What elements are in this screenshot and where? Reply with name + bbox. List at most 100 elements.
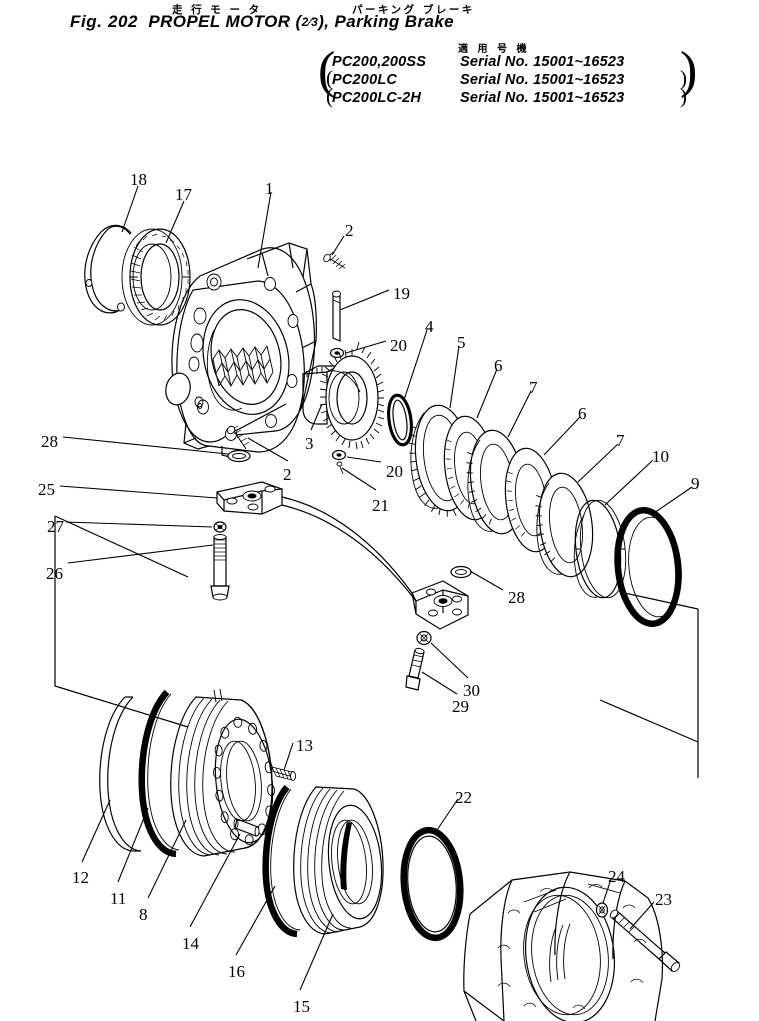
callout-15: 15	[293, 997, 310, 1016]
view-bracket-left	[54, 515, 189, 728]
serial-row: PC200LC Serial No. 15001~16523	[332, 72, 624, 88]
figure-fraction: 2⁄3	[301, 15, 319, 29]
part-23-bolt	[609, 909, 681, 972]
serial-label: Serial No.	[460, 90, 529, 106]
part-25-brake-tube-assembly	[216, 481, 469, 630]
part-1-motor-housing	[165, 242, 317, 460]
callout-18: 18	[130, 170, 147, 189]
part-28-o-ring-lower	[450, 565, 472, 579]
callout-20-lower: 20	[386, 462, 403, 481]
callout-12: 12	[72, 868, 89, 887]
part-7-brake-plate-b	[535, 472, 594, 578]
callout-29: 29	[452, 697, 469, 716]
part-17-bearing	[121, 228, 191, 326]
part-5-brake-plate	[408, 404, 472, 517]
part-13-spring	[271, 766, 296, 781]
part-2-spring-pin-upper	[323, 251, 346, 270]
bracket-left-icon: (	[318, 42, 336, 99]
callout-10: 10	[652, 447, 669, 466]
bracket-right-icon: )	[680, 42, 698, 99]
bracket-left-icon: (	[326, 84, 333, 108]
jp-applicable-serial-label: 適 用 号 機	[458, 44, 530, 55]
part-16-o-ring	[262, 784, 301, 938]
callout-6-a: 6	[494, 356, 503, 375]
part-15-piston-seal	[293, 786, 384, 935]
figure-title-head: PROPEL MOTOR (	[148, 12, 302, 31]
figure-title-tail: ), Parking Brake	[318, 12, 455, 31]
part-6-friction-disc-b	[504, 447, 558, 553]
part-end-housing	[463, 871, 663, 1021]
serial-range: 15001~16523	[533, 72, 625, 88]
part-8-brake-piston	[170, 688, 276, 857]
callout-14: 14	[182, 934, 199, 953]
callout-28-lower: 28	[508, 588, 525, 607]
callout-25: 25	[38, 480, 55, 499]
part-21-pin	[336, 461, 344, 475]
part-29-bolt	[405, 647, 425, 691]
part-18-snap-ring	[84, 224, 132, 314]
serial-row: PC200LC-2H Serial No. 15001~16523	[332, 90, 624, 106]
part-27-lock-washer	[213, 521, 227, 533]
fraction-denominator: 3	[311, 15, 319, 29]
part-30-lock-washer	[416, 630, 432, 646]
serial-model: PC200LC	[332, 72, 398, 88]
serial-label: Serial No.	[460, 72, 529, 88]
callout-27: 27	[47, 517, 64, 536]
callout-20-upper: 20	[390, 336, 407, 355]
part-24-lock-washer	[595, 902, 609, 918]
leader-lines	[59, 185, 693, 991]
serial-range: 15001~16523	[533, 90, 625, 106]
part-3-coupling-gear	[302, 341, 385, 450]
callout-26: 26	[46, 564, 63, 583]
figure-number: Fig. 202	[70, 12, 139, 31]
serial-model: PC200LC-2H	[332, 90, 422, 106]
callout-23: 23	[655, 890, 672, 909]
callout-8: 8	[139, 905, 148, 924]
callout-17: 17	[175, 185, 192, 204]
part-26-bolt	[210, 534, 230, 601]
part-28-o-ring-upper	[227, 449, 251, 463]
part-20-washer-upper	[329, 347, 345, 359]
part-10-retainer-ring	[573, 499, 627, 599]
part-20-washer-lower	[331, 449, 347, 461]
callout-2-upper: 2	[345, 221, 354, 240]
callout-22: 22	[455, 788, 472, 807]
callout-30: 30	[463, 681, 480, 700]
callout-6-b: 6	[578, 404, 587, 423]
callout-16: 16	[228, 962, 245, 981]
figure-title-line: Fig. 202 PROPEL MOTOR (2⁄3), Parking Bra…	[70, 12, 454, 32]
part-19-pin	[332, 290, 341, 342]
callout-7-b: 7	[616, 431, 625, 450]
part-2-spring-pin-lower	[226, 425, 250, 450]
serial-model: PC200,200SS	[332, 54, 427, 70]
serial-range: 15001~16523	[533, 54, 625, 70]
fraction-numerator: 2	[301, 15, 309, 29]
callout-5: 5	[457, 333, 466, 352]
view-bracket-right	[599, 591, 699, 778]
callout-24: 24	[608, 867, 625, 886]
callout-13: 13	[296, 736, 313, 755]
callout-4: 4	[425, 317, 434, 336]
part-7-brake-plate-a	[466, 429, 525, 535]
callout-11: 11	[110, 889, 127, 908]
part-12-seal-ring	[99, 696, 142, 852]
callout-2-lower: 2	[283, 465, 292, 484]
part-4-o-ring	[387, 393, 413, 447]
part-22-o-ring	[400, 826, 464, 942]
callout-19: 19	[393, 284, 410, 303]
bracket-right-icon: )	[680, 66, 687, 90]
jp-parking-brake-label: パーキング ブレーキ	[352, 4, 475, 16]
bracket-right-icon: )	[680, 84, 687, 108]
callout-9: 9	[691, 474, 700, 493]
callout-3: 3	[305, 434, 314, 453]
bracket-left-icon: (	[326, 66, 333, 90]
part-9-o-ring	[614, 506, 682, 628]
callout-1: 1	[265, 179, 274, 198]
callout-7-a: 7	[529, 378, 538, 397]
part-14-dowel-pin	[233, 818, 260, 837]
callout-28-upper: 28	[41, 432, 58, 451]
part-11-o-ring	[138, 689, 180, 858]
jp-propel-motor-label: 走 行 モ ー タ	[172, 4, 262, 16]
part-6-friction-disc-a	[443, 415, 497, 521]
